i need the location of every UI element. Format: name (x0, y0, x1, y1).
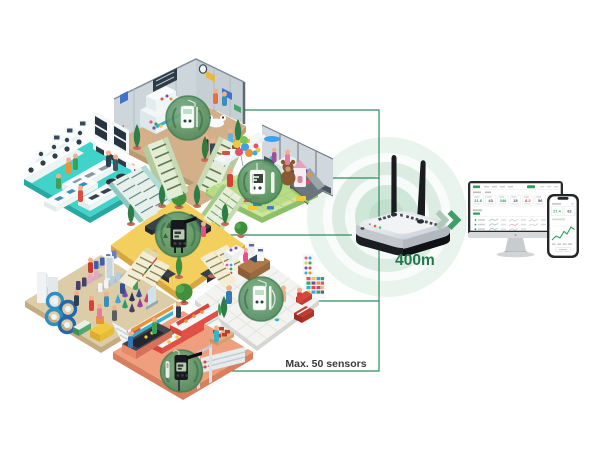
svg-text:27.4: 27.4 (553, 210, 561, 214)
svg-text:62: 62 (567, 210, 571, 214)
svg-text:43: 43 (488, 198, 493, 203)
svg-text:56: 56 (538, 198, 543, 203)
svg-text:21.6: 21.6 (474, 198, 483, 203)
svg-text:8.2: 8.2 (525, 198, 531, 203)
svg-text:400m: 400m (395, 252, 435, 269)
svg-text:Max. 50 sensors: Max. 50 sensors (285, 358, 366, 370)
svg-text:348: 348 (500, 198, 507, 203)
svg-text:15: 15 (513, 198, 518, 203)
